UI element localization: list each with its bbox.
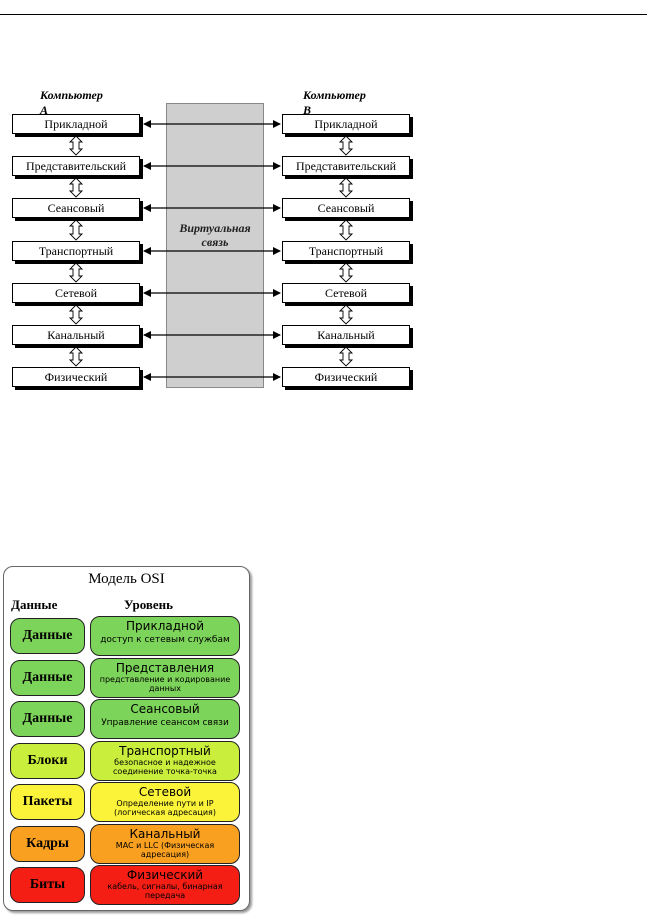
left-layer-2: Представительский <box>12 156 140 176</box>
osi-level-name: Канальный <box>129 827 201 841</box>
osi-level-name: Сетевой <box>138 785 192 799</box>
virtual-link-band <box>166 103 264 388</box>
computer-a-title: Компьютер А <box>40 88 103 117</box>
data-unit-3: Данные <box>10 701 85 737</box>
left-layer-4: Транспортный <box>12 241 140 261</box>
right-updown-arrow-icon-3 <box>338 219 354 241</box>
osi-model-title: Модель OSI <box>88 571 165 587</box>
right-updown-arrow-icon-4 <box>338 262 354 283</box>
data-unit-7: Биты <box>10 867 85 903</box>
right-layer-4: Транспортный <box>282 241 410 261</box>
right-updown-arrow-icon-5 <box>338 304 354 325</box>
right-layer-1: Прикладной <box>282 114 410 134</box>
osi-level-name: Представления <box>115 661 215 675</box>
left-layer-6: Канальный <box>12 325 140 345</box>
virtual-link-line2: связь <box>201 235 229 249</box>
right-layer-2: Представительский <box>282 156 410 176</box>
osi-level-description: MAC и LLC (Физическая адресация) <box>115 841 215 859</box>
osi-level-description: Управление сеансом связи <box>101 718 229 728</box>
left-layer-3: Сеансовый <box>12 198 140 218</box>
osi-level-description: доступ к сетевым службам <box>100 635 230 645</box>
virtual-link-line1: Виртуальная <box>179 221 251 235</box>
osi-level-description: безопасное и надежное соединение точка-т… <box>113 758 217 776</box>
computer-b-title: Компьютер В <box>303 88 366 117</box>
osi-level-description: Определение пути и IP (логическая адреса… <box>114 799 216 817</box>
right-updown-arrow-icon-6 <box>338 346 354 367</box>
data-unit-2: Данные <box>10 660 85 696</box>
osi-level-1: Прикладной доступ к сетевым службам <box>90 616 240 656</box>
right-updown-arrow-icon-1 <box>338 135 354 156</box>
column-header-data: Данные <box>11 597 58 612</box>
osi-level-description: кабель, сигналы, бинарная передача <box>107 882 223 900</box>
right-layer-6: Канальный <box>282 325 410 345</box>
left-layer-1: Прикладной <box>12 114 140 134</box>
left-updown-arrow-icon-1 <box>68 135 84 156</box>
left-updown-arrow-icon-5 <box>68 304 84 325</box>
left-updown-arrow-icon-3 <box>68 219 84 241</box>
left-updown-arrow-icon-4 <box>68 262 84 283</box>
osi-level-name: Транспортный <box>119 744 211 758</box>
left-layer-7: Физический <box>12 367 140 387</box>
virtual-link-label: Виртуальная связь <box>166 221 264 249</box>
right-layer-5: Сетевой <box>282 283 410 303</box>
osi-level-name: Физический <box>126 868 204 882</box>
data-unit-5: Пакеты <box>10 784 85 820</box>
left-layer-5: Сетевой <box>12 283 140 303</box>
osi-level-name: Прикладной <box>126 619 204 633</box>
right-updown-arrow-icon-2 <box>338 177 354 198</box>
data-unit-4: Блоки <box>10 743 85 779</box>
left-updown-arrow-icon-2 <box>68 177 84 198</box>
left-updown-arrow-icon-6 <box>68 346 84 367</box>
osi-level-name: Сеансовый <box>130 702 200 716</box>
column-header-level: Уровень <box>124 597 174 612</box>
data-unit-6: Кадры <box>10 826 85 862</box>
data-unit-1: Данные <box>10 618 85 654</box>
connection-arrows <box>68 120 354 381</box>
right-layer-7: Физический <box>282 367 410 387</box>
osi-level-description: представление и кодирование данных <box>99 675 231 693</box>
right-layer-3: Сеансовый <box>282 198 410 218</box>
top-rule <box>0 14 647 15</box>
